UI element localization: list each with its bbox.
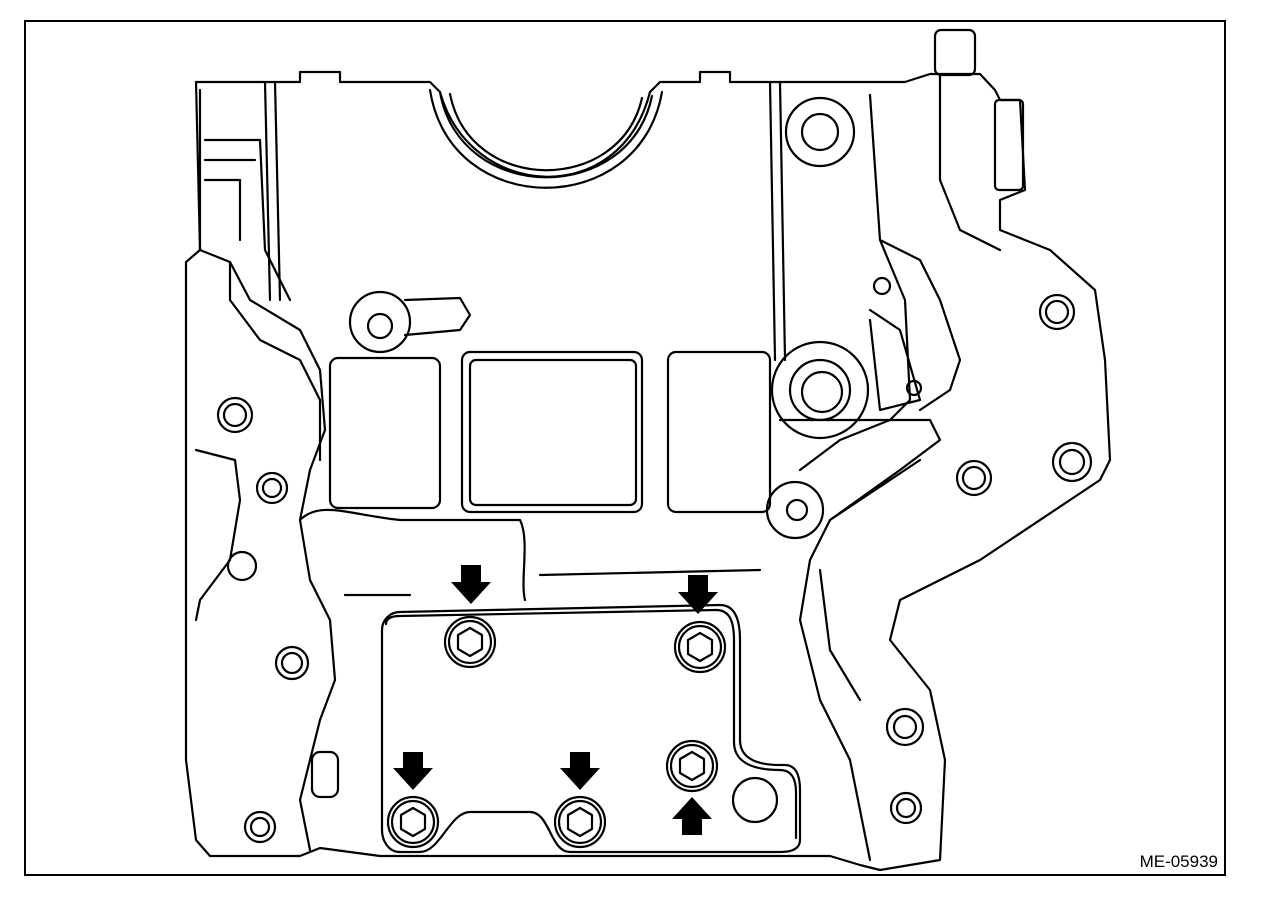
upper-rib-left (263, 80, 282, 302)
left-boss-web (403, 296, 472, 337)
top-dowel (933, 28, 977, 77)
block-left-rib (194, 260, 322, 622)
pocket-center (460, 350, 644, 514)
lower-right-recess (731, 776, 779, 824)
upper-right-boss (784, 96, 856, 168)
hex-bolt-icon (673, 620, 727, 674)
pocket-left (328, 356, 442, 510)
right-web (778, 418, 942, 862)
block-outline (184, 70, 1112, 872)
left-dowel (310, 750, 340, 799)
hex-bolt-icon (386, 795, 440, 849)
hex-bolt-icon (443, 615, 497, 669)
block-left-face (198, 88, 337, 852)
arrow-icon (393, 752, 433, 790)
figure-code: ME-05939 (1139, 852, 1218, 871)
block-left-ridge (203, 138, 292, 302)
mid-right-boss-bore (800, 370, 844, 414)
pocket-right (666, 350, 772, 514)
upper-rib-right (768, 80, 787, 362)
arrow-icon (451, 565, 491, 604)
arrow-icon (678, 575, 718, 614)
right-flange (798, 73, 1002, 472)
figure-frame (24, 20, 1226, 876)
left-boss-pin (366, 312, 394, 340)
pocket-center-inner (468, 358, 638, 507)
upper-right-boss-hole (800, 112, 840, 152)
cover-plate-lip (384, 608, 798, 840)
right-flange-hole (872, 276, 892, 296)
arrow-icon (672, 797, 712, 835)
hex-bolt-icon (665, 739, 719, 793)
mid-right-boss (770, 340, 870, 440)
right-stud (993, 98, 1025, 192)
perimeter-bolts (216, 293, 1093, 844)
mid-rib (298, 508, 762, 602)
arrow-icon (560, 752, 600, 790)
lower-right-boss (765, 480, 825, 540)
hex-bolt-icon (553, 795, 607, 849)
crank-journal (428, 88, 664, 189)
left-boss (348, 290, 412, 354)
right-flange-hole-2 (905, 379, 923, 397)
cover-plate (380, 603, 802, 854)
